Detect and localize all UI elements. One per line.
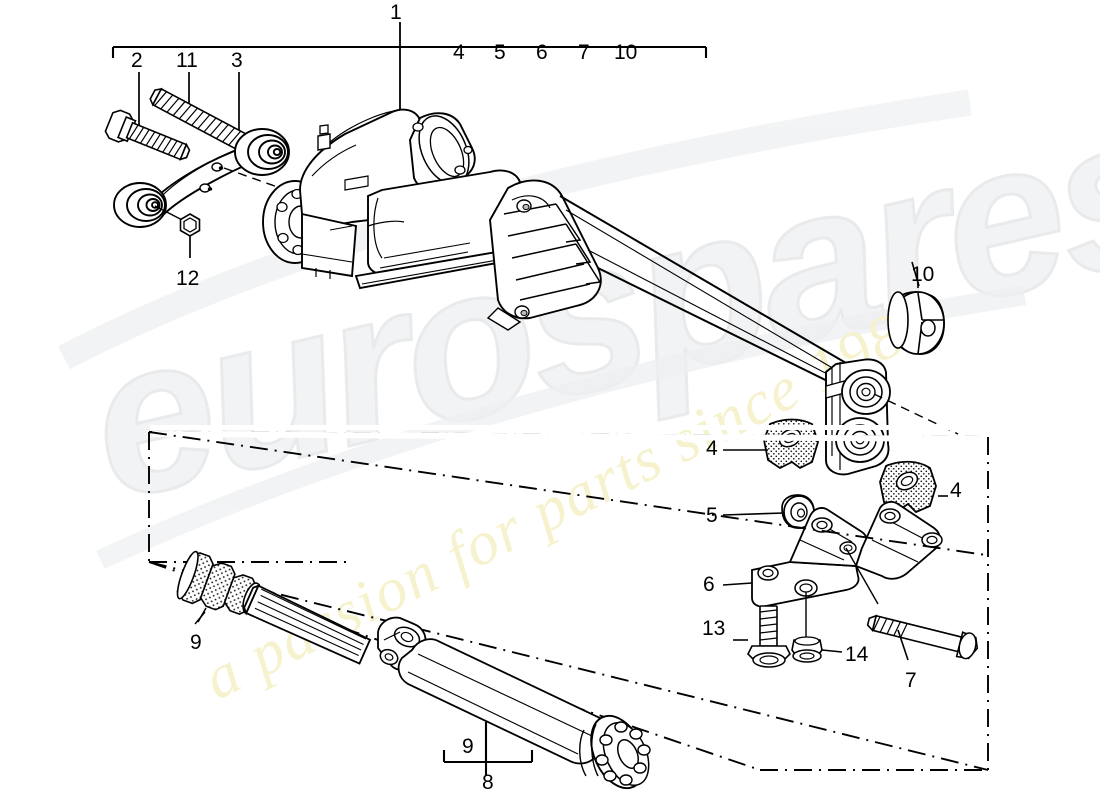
callout-4-top: 4 xyxy=(453,41,465,64)
part-nut-14 xyxy=(791,636,823,663)
leader-bracket-6 xyxy=(722,582,753,586)
part-nut-12 xyxy=(179,213,201,237)
group-bracket-bottom xyxy=(442,722,534,775)
callout-3: 3 xyxy=(231,49,243,72)
enclosure-dash-dot-top xyxy=(148,431,987,556)
callout-5: 5 xyxy=(706,504,718,527)
callout-12: 12 xyxy=(176,267,200,290)
leader-bolt-7-label xyxy=(897,629,909,661)
group-bracket-top xyxy=(111,22,708,120)
callout-8: 8 xyxy=(482,771,494,794)
callout-4-right: 4 xyxy=(950,479,962,502)
callout-5-top: 5 xyxy=(494,41,506,64)
enclosure-slant-top xyxy=(151,431,987,442)
leader-nut-14-label xyxy=(821,649,843,653)
callout-10: 10 xyxy=(911,263,935,286)
callout-10-top: 10 xyxy=(614,41,638,64)
callout-2: 2 xyxy=(131,49,143,72)
callout-1: 1 xyxy=(390,1,402,24)
callout-14: 14 xyxy=(845,643,869,666)
leader-bolt-7 xyxy=(845,547,879,605)
callout-9-boot: 9 xyxy=(190,631,202,654)
part-long-bolt-7 xyxy=(866,614,979,660)
callout-13: 13 xyxy=(702,617,726,640)
callout-11: 11 xyxy=(176,49,198,72)
part-support-arm-3 xyxy=(113,128,290,228)
leader-boot-9 xyxy=(197,607,207,623)
part-bolt-2 xyxy=(104,109,191,161)
callout-7-top: 7 xyxy=(578,41,590,64)
part-bolt-13 xyxy=(747,605,791,668)
callout-6-top: 6 xyxy=(536,41,548,64)
callout-7: 7 xyxy=(905,669,917,692)
part-bushing-10 xyxy=(887,291,945,355)
part-crossmember-bracket-6 xyxy=(751,501,943,608)
callout-6: 6 xyxy=(703,573,715,596)
leader-bushing-10 xyxy=(911,261,920,287)
callout-9-group: 9 xyxy=(462,735,474,758)
part-drive-shaft-8 xyxy=(243,584,651,790)
part-rubber-mount-4-left xyxy=(763,418,819,470)
callout-4-left: 4 xyxy=(706,437,718,460)
leader-bushing-5 xyxy=(722,512,785,516)
